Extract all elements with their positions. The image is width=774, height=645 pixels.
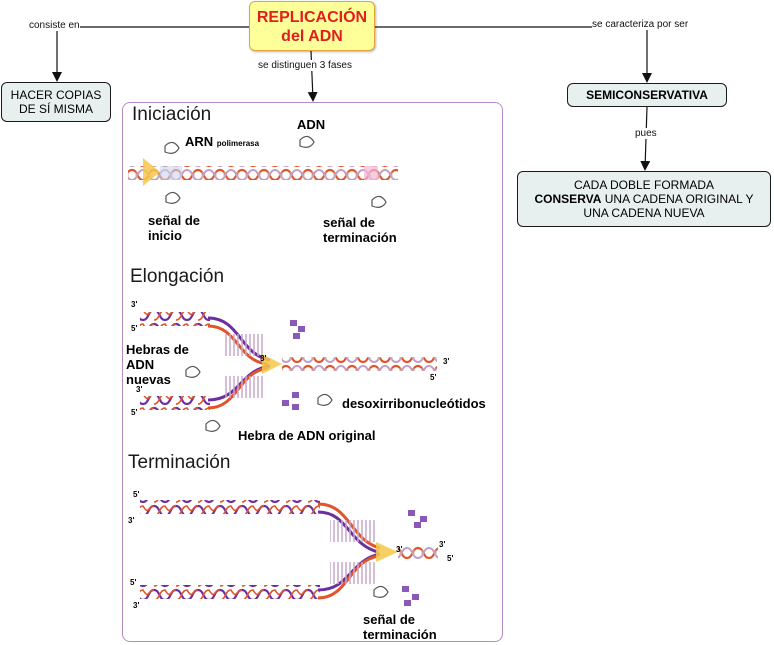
label-adn: ADN bbox=[297, 117, 326, 132]
hand-pointer-icons bbox=[164, 135, 389, 598]
label-hebras-2: ADN bbox=[126, 357, 155, 372]
link-label-consiste: consiste en bbox=[29, 20, 80, 31]
phase-title-iniciacion: Iniciación bbox=[132, 104, 212, 125]
copies-line2: DE SÍ MISMA bbox=[18, 102, 93, 116]
label-term-senal-1: señal de bbox=[363, 612, 416, 627]
end-label-e3a: 3' bbox=[131, 300, 138, 309]
label-senal-term-2: terminación bbox=[323, 230, 397, 245]
cada-line3: UNA CADENA NUEVA bbox=[583, 206, 705, 220]
link-distinguen bbox=[307, 50, 318, 102]
end-label-t3d: 3' bbox=[439, 540, 446, 549]
cada-bold-word: CONSERVA bbox=[534, 192, 602, 206]
end-label-e3c: 3' bbox=[260, 354, 267, 363]
cada-line2-rest: UNA CADENA ORIGINAL Y bbox=[601, 192, 754, 206]
cada-line1: CADA DOBLE FORMADA bbox=[573, 178, 715, 192]
label-hebra-original: Hebra de ADN original bbox=[238, 428, 376, 443]
polymerase-marker bbox=[143, 158, 160, 186]
root-title-line1: REPLICACIÓN bbox=[256, 9, 368, 26]
end-label-e5d: 5' bbox=[430, 373, 437, 382]
end-label-e5b: 5' bbox=[131, 408, 138, 417]
end-label-e3b: 3' bbox=[136, 385, 143, 394]
end-label-t3c: 3' bbox=[396, 545, 403, 554]
cada-line2: CONSERVA UNA CADENA ORIGINAL Y bbox=[518, 192, 770, 206]
concept-node-copies[interactable]: HACER COPIAS DE SÍ MISMA bbox=[1, 82, 111, 122]
end-label-t3b: 3' bbox=[133, 601, 140, 610]
phase-title-elongacion: Elongación bbox=[130, 266, 225, 287]
label-senal-inicio-2: inicio bbox=[148, 228, 182, 243]
end-label-t3a: 3' bbox=[128, 516, 135, 525]
elongacion-fork bbox=[140, 312, 437, 410]
end-label-t5a: 5' bbox=[133, 490, 140, 499]
link-label-pues: pues bbox=[635, 128, 657, 139]
label-desoxirribonucleotidos: desoxirribonucleótidos bbox=[342, 396, 486, 411]
label-term-senal-2: terminación bbox=[363, 627, 437, 642]
link-label-distinguen: se distinguen 3 fases bbox=[258, 60, 352, 71]
end-label-e5a: 5' bbox=[131, 324, 138, 333]
concept-node-semiconservativa[interactable]: SEMICONSERVATIVA bbox=[567, 83, 727, 107]
link-label-caracteriza: se caracteriza por ser bbox=[592, 19, 689, 30]
label-arn-text: ARN bbox=[185, 134, 214, 149]
label-polimerasa: polimerasa bbox=[216, 139, 260, 148]
label-arn: ARN polimerasa bbox=[185, 134, 259, 151]
label-hebras-1: Hebras de bbox=[126, 342, 189, 357]
concept-node-cada-doble[interactable]: CADA DOBLE FORMADA CONSERVA UNA CADENA O… bbox=[517, 171, 771, 227]
root-concept-node[interactable]: REPLICACIÓN del ADN bbox=[249, 1, 375, 51]
iniciacion-helix bbox=[128, 158, 398, 186]
copies-line1: HACER COPIAS bbox=[10, 88, 102, 102]
end-label-e3d: 3' bbox=[443, 357, 450, 366]
root-title-line2: del ADN bbox=[281, 28, 343, 45]
end-label-t5b: 5' bbox=[130, 578, 137, 587]
label-hebras-3: nuevas bbox=[126, 372, 171, 387]
terminacion-forks bbox=[140, 500, 438, 606]
label-senal-inicio-1: señal de bbox=[148, 213, 201, 228]
end-label-t5d: 5' bbox=[447, 554, 454, 563]
label-senal-term-1: señal de bbox=[323, 215, 376, 230]
phase-title-terminacion: Terminación bbox=[128, 452, 231, 473]
